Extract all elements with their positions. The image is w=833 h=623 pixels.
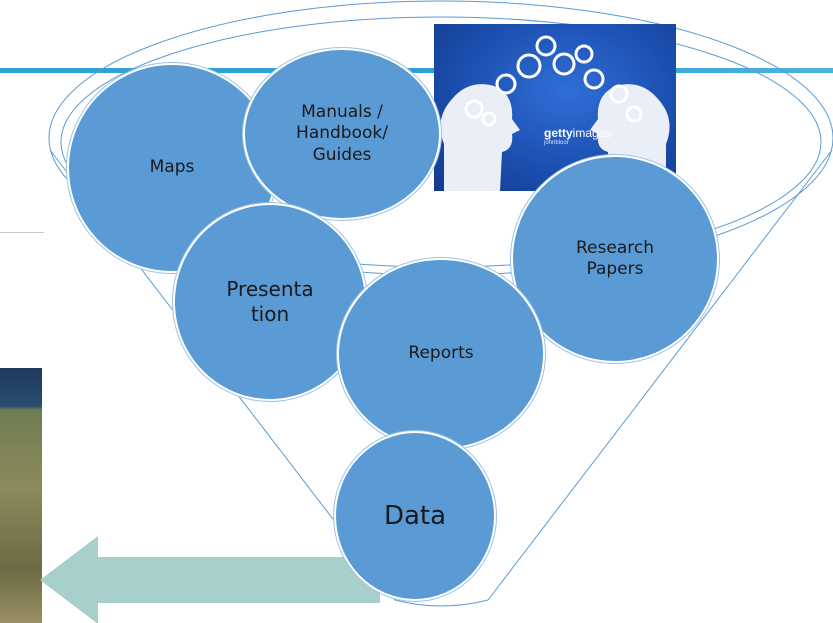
getty-logo: gettyimages (544, 126, 612, 140)
node-manuals-label: Manuals / Handbook/ Guides (296, 102, 388, 165)
node-research-papers: Research Papers (511, 155, 719, 363)
getty-credit: johnbloor (544, 140, 569, 146)
header-divider-line (0, 68, 833, 73)
left-arrow (40, 536, 380, 623)
node-data: Data (334, 431, 496, 601)
node-presentation: Presenta tion (173, 203, 367, 401)
left-divider-line (0, 232, 44, 233)
node-research-label: Research Papers (576, 237, 654, 279)
node-reports: Reports (337, 258, 545, 450)
funnel-bottom (394, 599, 489, 607)
node-presentation-label: Presenta tion (226, 277, 314, 326)
node-reports-label: Reports (408, 343, 474, 364)
funnel-side-right (487, 149, 833, 601)
node-maps-label: Maps (149, 157, 195, 178)
node-manuals: Manuals / Handbook/ Guides (243, 48, 441, 220)
left-photo-strip (0, 368, 42, 623)
node-data-label: Data (383, 500, 447, 531)
